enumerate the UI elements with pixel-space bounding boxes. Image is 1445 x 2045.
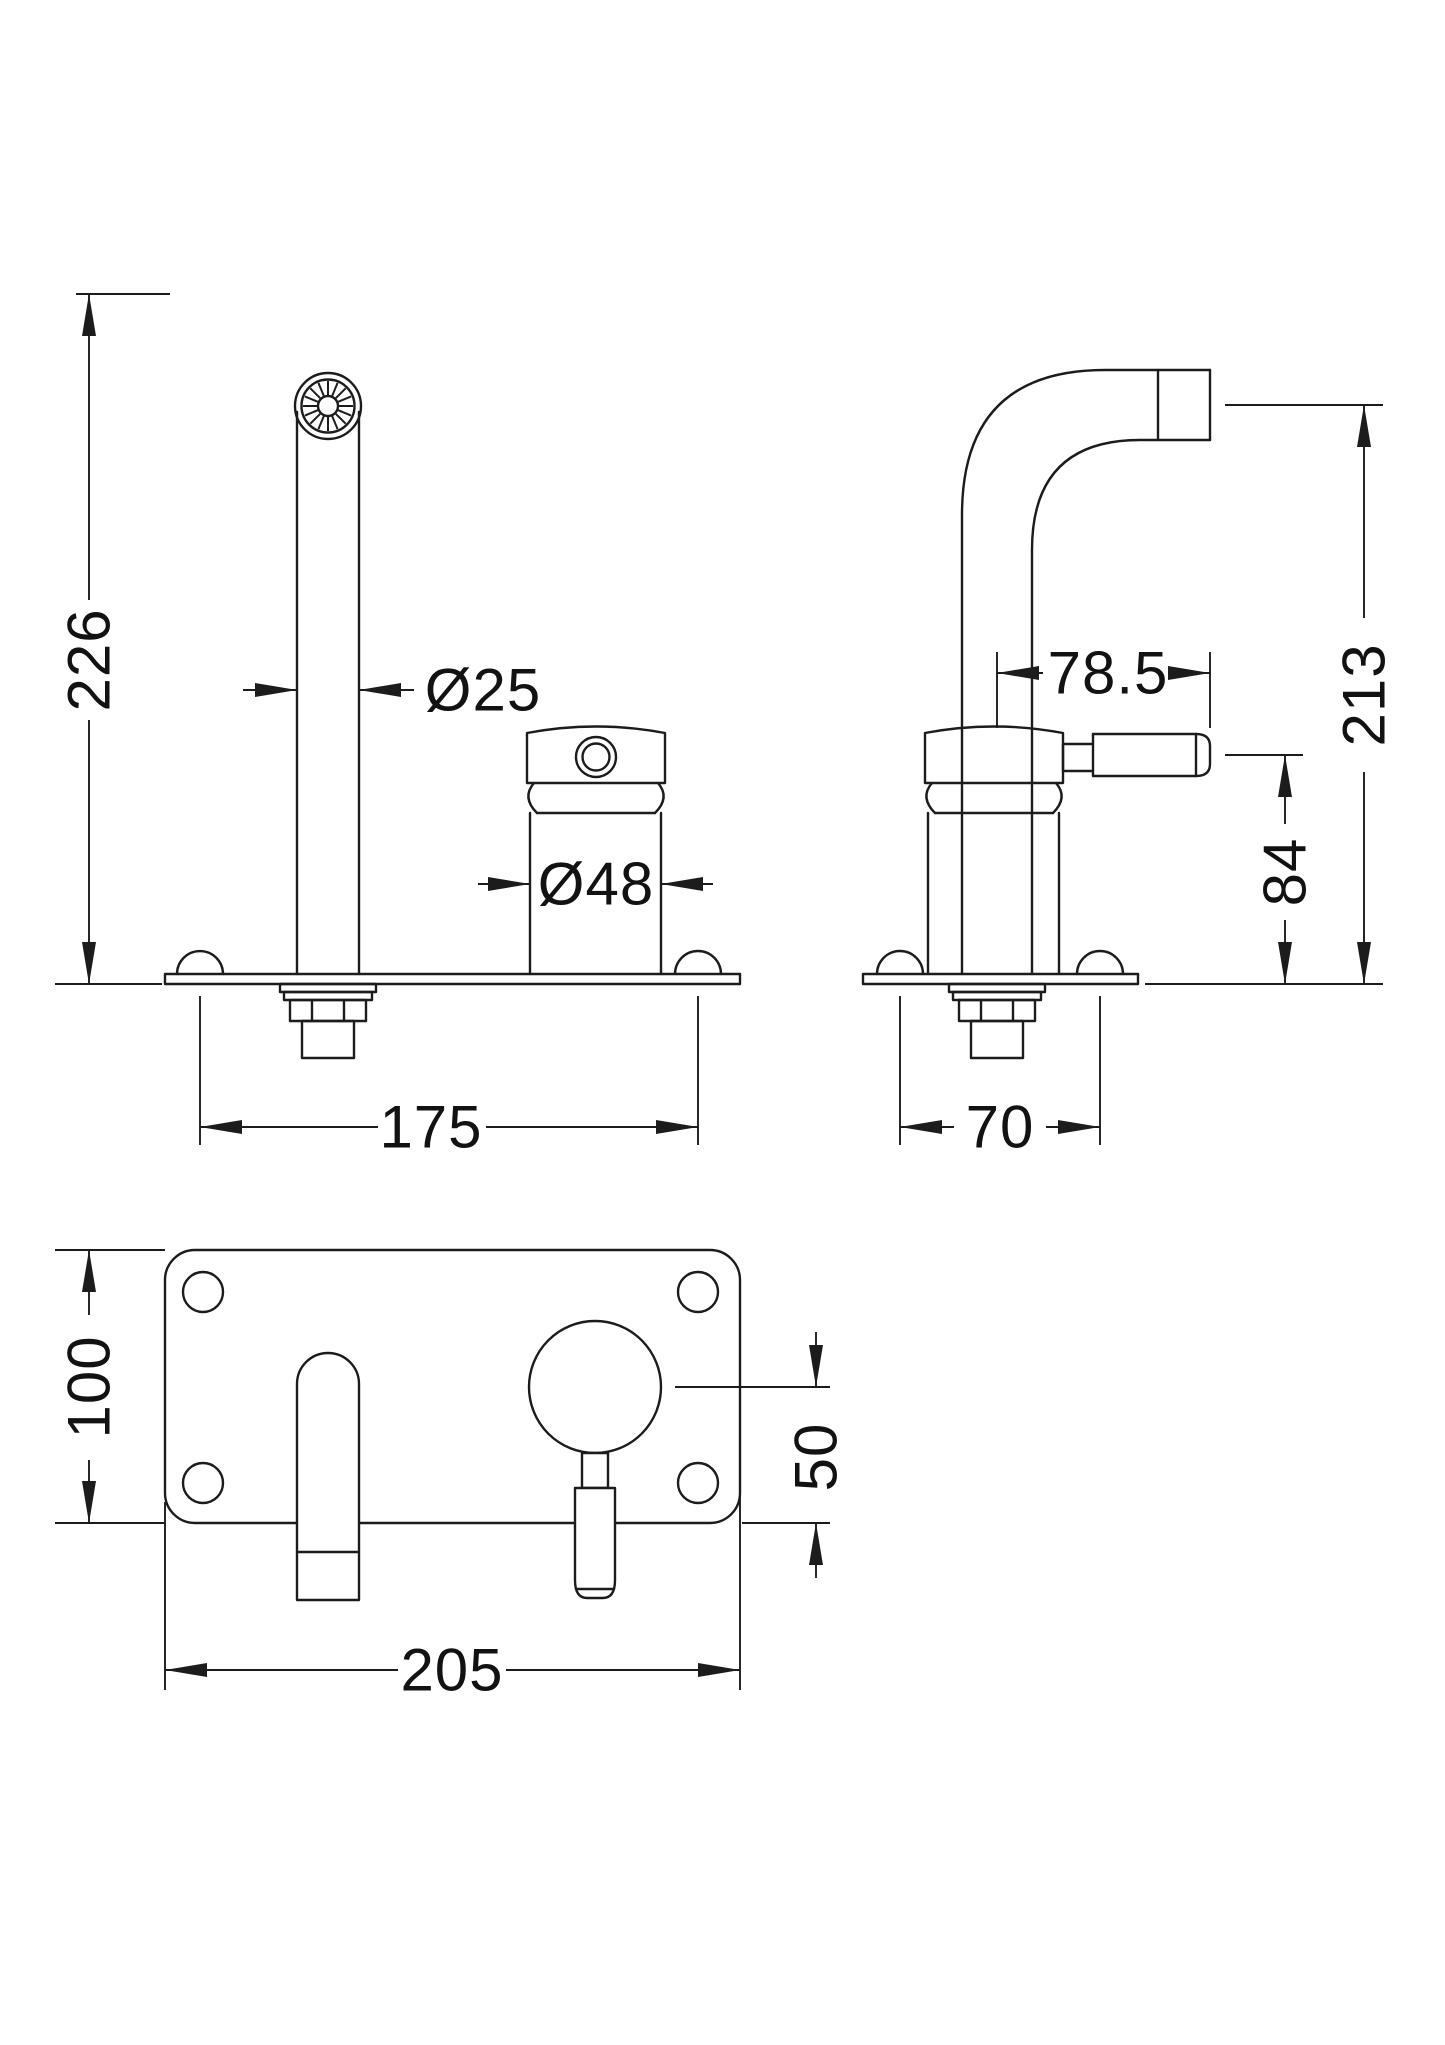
dim-label-d25: Ø25 <box>425 657 541 724</box>
dim-label-205: 205 <box>400 1637 503 1704</box>
dim-label-213: 213 <box>1331 643 1398 746</box>
valve-side <box>923 725 1065 976</box>
spout-side <box>960 368 1212 976</box>
front-view: 226 Ø25 Ø48 175 <box>55 293 742 1161</box>
deck-plate-front <box>163 949 742 986</box>
side-view: 78.5 84 213 70 <box>861 368 1398 1161</box>
fixing-hole <box>181 1270 225 1314</box>
dim-label-100: 100 <box>56 1335 123 1438</box>
dim-spout-reach: 78.5 <box>996 640 1211 728</box>
dim-label-78-5: 78.5 <box>1048 640 1169 707</box>
dim-outlet-height: 213 <box>1145 404 1398 985</box>
valve-front <box>525 725 667 976</box>
dim-label-175: 175 <box>379 1094 482 1161</box>
dim-label-226: 226 <box>56 608 123 711</box>
plan-view: 100 50 205 <box>55 1248 850 1704</box>
spout-plan <box>295 1351 361 1602</box>
spout-front <box>293 371 363 976</box>
fixing-hole <box>181 1461 225 1505</box>
dim-handle-height: 84 <box>1225 754 1319 984</box>
lever-connector-plan <box>580 1451 610 1490</box>
fixing-hole <box>676 1461 720 1505</box>
dim-label-d48: Ø48 <box>538 851 654 918</box>
dim-handle-offset: 50 <box>675 1332 850 1578</box>
dim-fixing-spacing: 175 <box>199 996 699 1161</box>
dim-spout-diameter: Ø25 <box>243 657 541 724</box>
dim-label-84: 84 <box>1252 838 1319 907</box>
deck-plate-side <box>861 949 1140 986</box>
fixing-hole <box>676 1270 720 1314</box>
dim-plate-length: 205 <box>164 1496 741 1704</box>
dim-plate-depth: 100 <box>55 1249 165 1524</box>
valve-knob-plan <box>527 1319 663 1455</box>
tail-fitting-side <box>947 982 1047 1060</box>
dim-front-height: 226 <box>55 293 170 985</box>
lever-handle-side <box>1061 732 1212 778</box>
tail-fitting-front <box>278 982 378 1060</box>
dim-base-depth: 70 <box>899 996 1101 1161</box>
dim-label-70: 70 <box>966 1094 1035 1161</box>
dim-label-50: 50 <box>783 1423 850 1492</box>
aerator-icon <box>293 371 363 441</box>
dim-body-diameter: Ø48 <box>478 851 713 918</box>
lever-grip-plan <box>573 1486 617 1600</box>
